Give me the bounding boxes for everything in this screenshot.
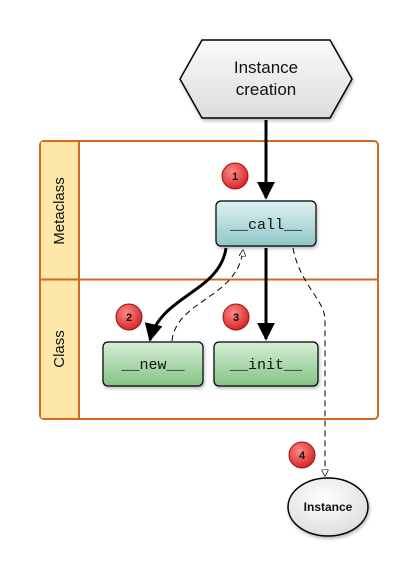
instance-node-label: Instance (304, 500, 353, 514)
svg-text:1: 1 (232, 171, 238, 183)
step-badge-3: 3 (222, 303, 250, 331)
call-node (215, 200, 317, 247)
step-badge-1: 1 (221, 162, 249, 190)
step-badge-4: 4 (288, 441, 316, 469)
lane-label-class: Class (51, 330, 68, 368)
init-node (213, 341, 319, 387)
svg-text:4: 4 (299, 450, 306, 462)
edge-call-to-new (144, 247, 228, 342)
step-badge-2: 2 (115, 303, 143, 331)
init-node-label: __init__ (229, 357, 303, 374)
call-node-label: __call__ (229, 217, 303, 234)
new-node (102, 341, 204, 387)
svg-text:2: 2 (126, 312, 132, 324)
start-label-line1: Instance (234, 58, 298, 77)
start-node-instance-creation (179, 39, 353, 119)
svg-text:3: 3 (233, 312, 239, 324)
swimlane-container: Metaclass Class (39, 140, 379, 420)
instance-node (287, 477, 369, 537)
lane-header-metaclass (41, 142, 79, 279)
edge-call-to-instance (292, 247, 325, 476)
edges (144, 120, 325, 476)
start-label-line2: creation (236, 80, 296, 99)
lane-label-metaclass: Metaclass (51, 177, 68, 245)
lane-header-class (41, 280, 79, 418)
new-node-label: __new__ (120, 357, 185, 374)
edge-new-return-to-call (171, 250, 243, 342)
